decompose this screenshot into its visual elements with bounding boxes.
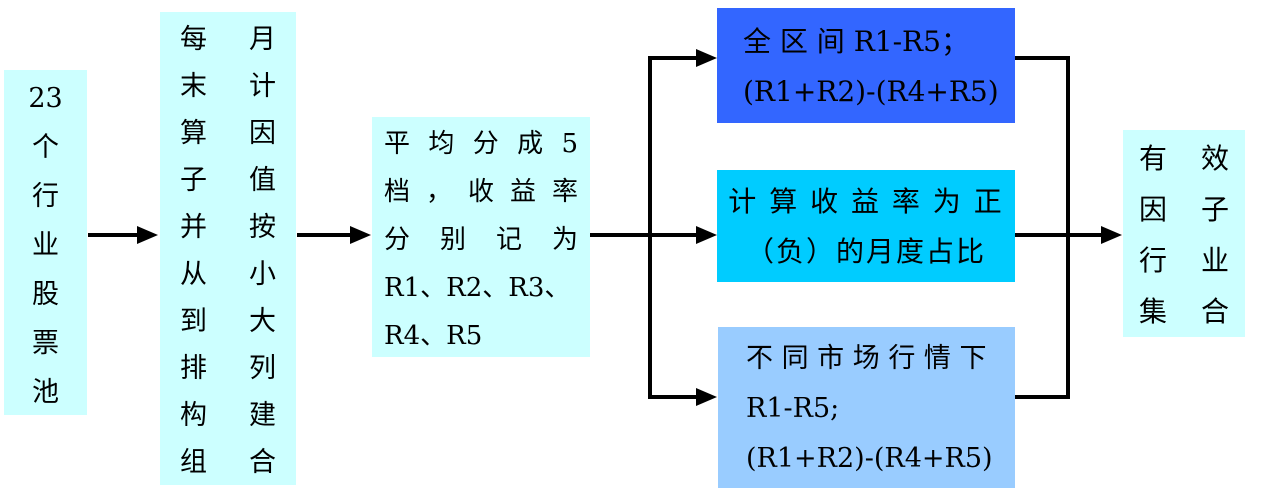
- arrowhead-to-monthly-share: [696, 226, 717, 244]
- node-text-line: 票: [32, 328, 59, 359]
- node-text-line: 行: [32, 181, 59, 212]
- node-text-line: 平 均 分 成 5: [384, 129, 578, 159]
- node-quintile-split: 平 均 分 成 5 档 ， 收 益 率 分 别 记 为 R1、R2、R3、 R4…: [372, 117, 590, 357]
- node-full-interval-spread: 全 区 间 R1-R5； (R1+R2)-(R4+R5): [717, 8, 1015, 123]
- node-text-line: 全 区 间 R1-R5；: [743, 25, 969, 58]
- node-text-line: 并 按: [180, 212, 276, 243]
- node-text-line: 股: [32, 279, 59, 310]
- node-text-line: 不 同 市 场 行 情 下: [746, 343, 987, 374]
- node-text-line: 计 算 收 益 率 为 正: [728, 185, 1004, 218]
- arrowhead-to-effective-set: [1101, 226, 1122, 244]
- node-text-line: 每 月: [180, 24, 276, 55]
- node-text-line: 算 因: [180, 118, 276, 149]
- arrowhead-to-market-condition: [696, 388, 717, 406]
- node-text-line: 分 别 记 为: [384, 225, 578, 255]
- node-effective-factor-set: 有 效 因 子 行 业 集 合: [1123, 130, 1245, 337]
- node-text-line: 从 小: [180, 259, 276, 290]
- arrowhead-to-full-interval: [696, 49, 717, 67]
- node-monthly-factor-calc: 每 月 末 计 算 因 子 值 并 按 从 小 到 大 排 列 构 建 组 合: [160, 12, 296, 485]
- node-text-line: 因 子: [1139, 193, 1229, 226]
- node-text-line: 有 效: [1139, 142, 1229, 175]
- node-text-line: 构 建: [180, 400, 276, 431]
- node-text-line: R1、R2、R3、: [384, 273, 571, 303]
- node-text-line: 业: [32, 230, 59, 261]
- node-text-line: 组 合: [180, 447, 276, 478]
- node-text-line: 档 ， 收 益 率: [384, 177, 578, 207]
- node-market-condition-spread: 不 同 市 场 行 情 下 R1-R5; (R1+R2)-(R4+R5): [718, 327, 1015, 488]
- node-text-line: 末 计: [180, 71, 276, 102]
- arrowhead-to-quintile: [350, 226, 371, 244]
- node-text-line: R1-R5;: [746, 393, 840, 424]
- node-text-line: 到 大: [180, 306, 276, 337]
- node-text-line: 个: [32, 132, 59, 163]
- node-text-line: （负）的月度占比: [745, 235, 986, 268]
- arrowhead-to-monthly-factor: [137, 226, 158, 244]
- node-text-line: 排 列: [180, 353, 276, 384]
- node-text-line: 行 业: [1139, 244, 1229, 277]
- node-text-line: (R1+R2)-(R4+R5): [743, 75, 999, 108]
- node-text-line: 集 合: [1139, 295, 1229, 328]
- node-text-line: 23: [28, 83, 63, 114]
- node-stock-pool: 23 个 行 业 股 票 池: [4, 70, 87, 415]
- node-text-line: 子 值: [180, 165, 276, 196]
- node-text-line: R4、R5: [384, 321, 483, 351]
- node-monthly-return-share: 计 算 收 益 率 为 正 （负）的月度占比: [717, 170, 1015, 282]
- node-text-line: 池: [32, 377, 59, 408]
- node-text-line: (R1+R2)-(R4+R5): [746, 443, 993, 474]
